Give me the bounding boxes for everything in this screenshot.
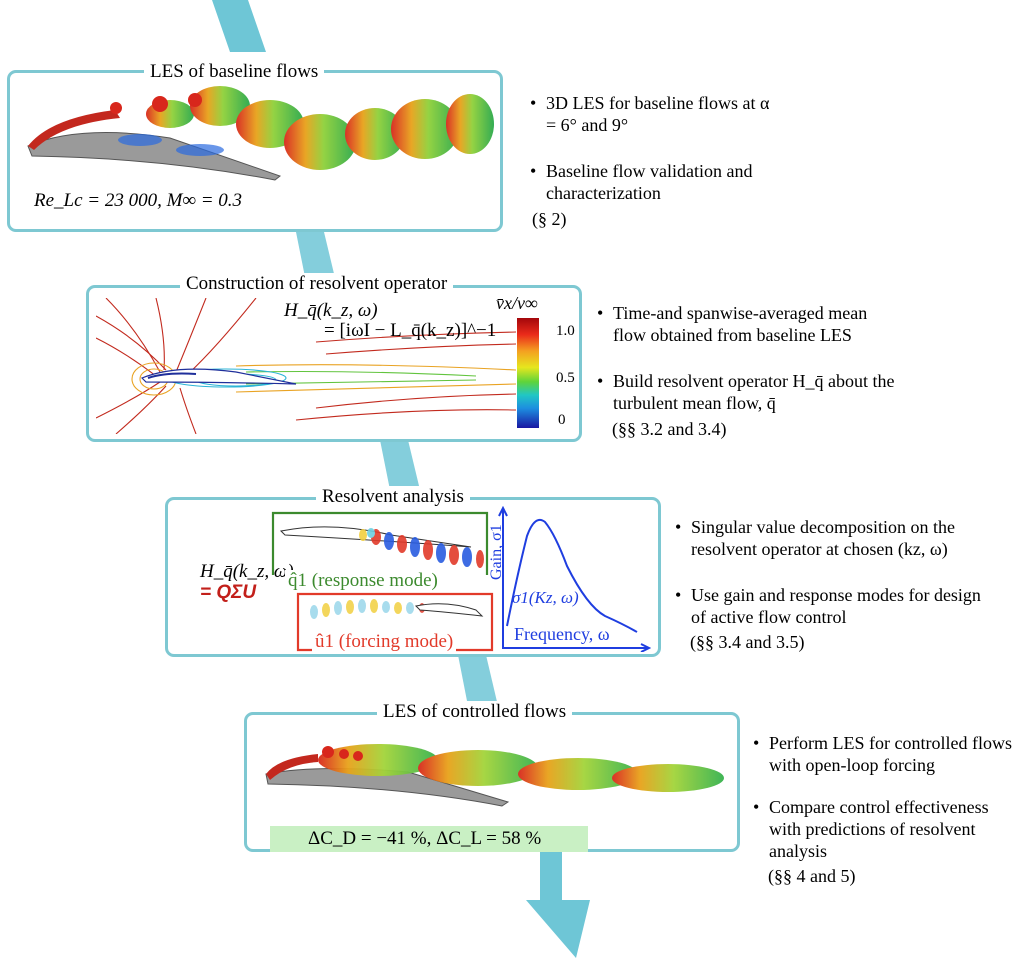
control-result-highlight	[270, 826, 588, 852]
gain-axis-label: Gain, σ1	[488, 524, 505, 580]
gain-curve-label: σ1(Kz, ω)	[512, 588, 579, 607]
baseline-flow-parameters: Re_Lc = 23 000, M∞ = 0.3	[34, 190, 243, 211]
bullet-analysis-2: •Use gain and response modes for design …	[675, 585, 981, 627]
panel-title-baseline: LES of baseline flows	[144, 61, 325, 83]
frequency-axis-label: Frequency, ω	[514, 624, 610, 644]
colorbar-tick-1: 1.0	[556, 323, 575, 339]
svd-lhs: H_q̄(k_z, ω)	[200, 561, 294, 582]
section-ref-controlled: (§§ 4 and 5)	[768, 866, 856, 886]
arrow-top	[212, 0, 266, 52]
colorbar-tick-05: 0.5	[556, 370, 575, 386]
colorbar-tick-0: 0	[558, 412, 566, 428]
bullet-controlled-1: •Perform LES for controlled flows with o…	[753, 733, 1012, 775]
response-mode-box	[271, 511, 489, 575]
panel-title-resolvent-operator: Construction of resolvent operator	[180, 273, 454, 295]
gain-curve	[506, 518, 638, 633]
panel-title-resolvent-analysis: Resolvent analysis	[316, 486, 470, 508]
section-ref-baseline: (§ 2)	[532, 209, 567, 229]
panel-resolvent-operator	[86, 285, 582, 442]
bullet-analysis-1: •Singular value decomposition on the res…	[675, 517, 955, 559]
forcing-mode-box	[296, 592, 494, 652]
colorbar-label: v̄x/v∞	[496, 293, 538, 313]
response-mode-label: q̂1 (response mode)	[285, 570, 441, 592]
bullet-controlled-2: •Compare control effectiveness with pred…	[753, 797, 989, 861]
section-ref-operator: (§§ 3.2 and 3.4)	[612, 419, 727, 439]
resolvent-equation-line2: = [iωI − L_q̄(k_z)]^−1	[324, 320, 497, 341]
forcing-mode-label: û1 (forcing mode)	[312, 631, 457, 653]
controlled-flow-visualization	[265, 744, 724, 807]
gain-plot	[498, 506, 651, 652]
section-ref-analysis: (§§ 3.4 and 3.5)	[690, 632, 805, 652]
arrow-1-2	[296, 232, 336, 282]
velocity-colorbar	[517, 318, 539, 428]
svd-rhs: = QΣU	[200, 582, 257, 603]
control-result: ΔC_D = −41 %, ΔC_L = 58 %	[308, 828, 542, 849]
arrow-2-3	[380, 440, 420, 490]
baseline-flow-visualization	[27, 86, 494, 181]
bullet-operator-2: •Build resolvent operator H_q̄ about the…	[597, 371, 895, 413]
bullet-operator-1: •Time-and spanwise-averaged mean flow ob…	[597, 303, 868, 345]
arrow-3-4	[458, 655, 498, 706]
resolvent-equation-line1: H_q̄(k_z, ω)	[284, 300, 378, 321]
bullet-baseline-2: •Baseline flow validation and characteri…	[530, 161, 753, 203]
panel-title-controlled: LES of controlled flows	[377, 701, 573, 723]
arrow-bottom	[526, 846, 590, 958]
bullet-baseline-1: •3D LES for baseline flows at α = 6° and…	[530, 93, 770, 135]
mean-flow-contours	[96, 298, 516, 434]
